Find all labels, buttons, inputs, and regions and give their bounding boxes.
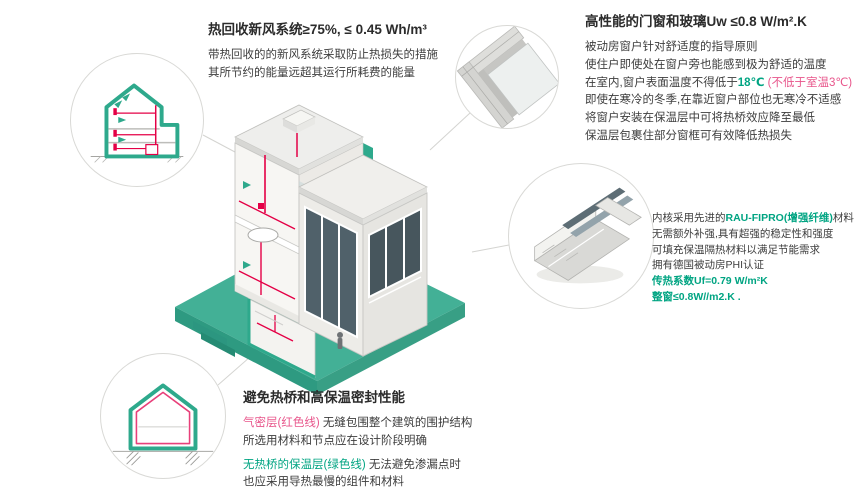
insulation-layer-label: 无热桥的保温层(绿色线): [243, 458, 366, 471]
thermal-line: 无热桥的保温层(绿色线) 无法避免渗漏点时: [243, 458, 461, 471]
temp-note: (不低于室温3℃): [764, 76, 853, 89]
thermal-line: 也应采用导热最慢的组件和材料: [243, 476, 404, 489]
window-corner-icon: [456, 26, 558, 128]
material-line: 内核采用先进的RAU-FIPRO(增强纤维)材料: [652, 212, 854, 224]
material-line: 拥有德国被动房PHI认证: [652, 259, 765, 272]
windows-text-block: 高性能的门窗和玻璃Uw ≤0.8 W/m².K 被动房窗户针对舒适度的指导原则 …: [585, 12, 860, 146]
central-house-illustration: [165, 85, 475, 405]
window-profile-circle: [508, 163, 654, 309]
material-line: 无需额外补强,具有超强的稳定性和强度: [652, 227, 834, 240]
heat-recovery-line: 带热回收的的新风系统采取防止热损失的措施: [208, 48, 438, 61]
windows-line: 被动房窗户针对舒适度的指导原则: [585, 40, 758, 53]
heat-recovery-detail-circle: [70, 53, 204, 187]
material-line: 可填充保温隔热材料以满足节能需求: [652, 243, 820, 256]
windows-line: 即使在寒冷的冬季,在靠近窗户部位也无寒冷不适感: [585, 94, 842, 107]
windows-line: 将窗户安装在保温层中可将热桥效应降至最低: [585, 112, 815, 125]
thermal-envelope-circle: [100, 353, 226, 479]
house-cross-section-icon: [90, 83, 184, 163]
heat-recovery-title: 热回收新风系统≥75%, ≤ 0.45 Wh/m³: [208, 22, 427, 37]
windows-line: 在室内,窗户表面温度不得低于18℃ (不低于室温3℃): [585, 76, 853, 89]
heat-recovery-line: 其所节约的能量远超其运行所耗费的能量: [208, 66, 415, 79]
airtight-layer-label: 气密层(红色线): [243, 416, 320, 429]
material-uw-value: 整窗≤0.8W//m2.K .: [652, 290, 741, 303]
material-uf-value: 传热系数Uf=0.79 W/m²K: [652, 275, 768, 287]
envelope-section-icon: [112, 383, 214, 466]
thermal-title: 避免热桥和高保温密封性能: [243, 390, 405, 405]
window-profile-icon: [533, 187, 642, 284]
isometric-house-icon: [175, 104, 465, 395]
material-brand: RAU-FIPRO(增强纤维): [725, 212, 833, 224]
material-text-block: 内核采用先进的RAU-FIPRO(增强纤维)材料 无需额外补强,具有超强的稳定性…: [652, 211, 864, 306]
temp-value: 18℃: [737, 76, 765, 89]
heat-recovery-text-block: 热回收新风系统≥75%, ≤ 0.45 Wh/m³ 带热回收的的新风系统采取防止…: [208, 20, 478, 83]
thermal-line: 所选用材料和节点应在设计阶段明确: [243, 434, 427, 447]
window-corner-detail-circle: [455, 25, 559, 129]
windows-line: 使住户即使处在窗户旁也能感到极为舒适的温度: [585, 58, 827, 71]
thermal-text-block: 避免热桥和高保温密封性能 气密层(红色线) 无缝包围整个建筑的围护结构 所选用材…: [243, 388, 563, 492]
thermal-line: 气密层(红色线) 无缝包围整个建筑的围护结构: [243, 416, 473, 429]
windows-title: 高性能的门窗和玻璃Uw ≤0.8 W/m².K: [585, 14, 807, 29]
windows-line: 保温层包裹住部分窗框可有效降低热损失: [585, 129, 792, 142]
